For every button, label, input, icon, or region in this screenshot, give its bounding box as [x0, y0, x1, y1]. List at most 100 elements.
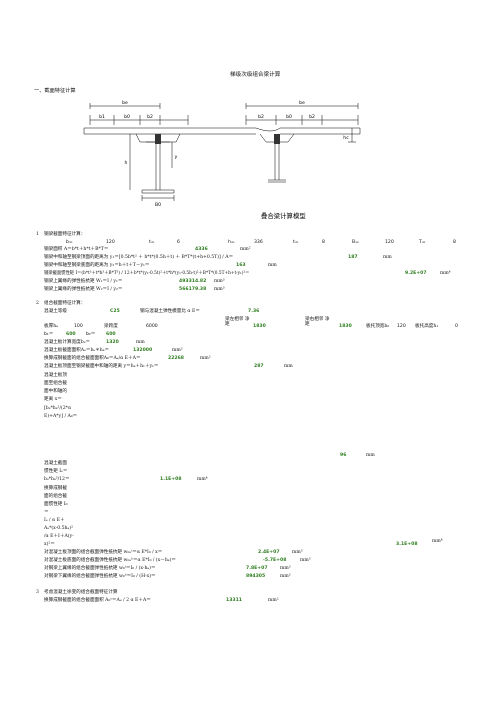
step3-heading: 考虑混凝土徐变的组合截面特征计算: [44, 590, 118, 595]
be-label: 混凝土板计算宽度bₑ＝: [44, 340, 91, 345]
x-label-line: 面至组合截: [44, 381, 67, 386]
w0c-top-label: 对混凝土板顶面的组合截面弹性抵抗矩 w₀ₑᵗ＝α E*I₀ / x＝: [44, 550, 163, 555]
slab-thickness-value: 100: [74, 324, 83, 329]
param-t-value: 6: [177, 240, 180, 245]
beam-span-value: 6000: [146, 324, 158, 329]
be-value: 1320: [106, 340, 119, 345]
x-unit: mm: [366, 453, 375, 458]
ic-label-line: bₑ*hₐ³/12＝: [44, 477, 70, 482]
i0-label-line: Aₑ*(x-0.5hₐ)²: [44, 526, 73, 531]
param-B-value: 120: [385, 240, 394, 245]
dim-b1: b1: [99, 114, 105, 120]
y1-label: 钢梁中和轴至钢梁顶面的距离为 y₁＝[0.5b*t² ＋ h*t*(0.5h＋t…: [44, 255, 234, 260]
ac-value: 132000: [133, 348, 153, 353]
step3-number: 3: [36, 590, 39, 595]
param-t-label: t=: [149, 240, 155, 245]
param-b-value: 120: [106, 240, 115, 245]
inertia-unit: mm⁴: [440, 271, 451, 276]
b2-label: b₂＝: [86, 332, 96, 337]
b1-label: b₁＝: [44, 332, 54, 337]
param-b-label: b=: [66, 240, 73, 245]
left-clear-span-value: 1830: [253, 324, 266, 329]
y2-unit: mm: [268, 263, 277, 268]
i0-value: 3.1E+08: [396, 542, 418, 547]
y-value: 287: [254, 364, 264, 369]
b1-value: 600: [66, 332, 76, 337]
w0-top-label: 对钢梁上翼缘的组合截面弹性抵抗矩 w₀ᵗ＝I₀ / (x-hₐ)＝: [44, 566, 156, 571]
step2-heading: 组合截面特征计算：: [44, 301, 86, 306]
dim-B0: B0: [155, 202, 161, 208]
a0c-value: 13311: [226, 598, 242, 603]
dim-hc: hc: [343, 135, 349, 141]
w1-value: 493314.82: [179, 279, 207, 284]
param-T-label: T=: [419, 240, 426, 245]
i0-label-line: 面惯性矩 I₀: [44, 502, 68, 507]
w2-label: 钢梁上翼缘的弹性抵抗矩 W₂＝I / y₂＝: [44, 287, 123, 292]
concrete-grade-label: 混凝土等级: [44, 309, 67, 314]
i0-label-line: Iₑ / α E＋: [44, 518, 65, 523]
left-clear-span-label: 梁左相邻 净距: [225, 317, 250, 327]
a0-value: 22268: [168, 356, 184, 361]
ac-unit: mm²: [172, 348, 183, 353]
area-unit: mm²: [240, 247, 251, 252]
y1-unit: mm: [383, 255, 392, 260]
a0c-unit: mm²: [268, 598, 279, 603]
i0-unit: mm⁴: [432, 539, 443, 544]
b2-value: 600: [106, 332, 116, 337]
w2-value: 566179.38: [179, 287, 207, 292]
diagram-caption: 叠合梁计算模型: [261, 211, 306, 220]
w0c-bottom-unit: mm³: [300, 558, 311, 563]
w0c-bottom-label: 对混凝土板底面的组合截面弹性抵抗矩 w₀ₑᵇ＝α E*I₀ / (x－hₐ)＝: [44, 558, 176, 563]
right-clear-span-label: 梁右相邻 净距: [305, 317, 330, 327]
page-title: 梯级次级组合梁计算: [230, 72, 281, 78]
x-label-line: E)+A*y] / A₀＝: [44, 414, 78, 419]
dim-b2-right: b2: [258, 114, 264, 120]
modulus-ratio-label: 钢与混凝土弹性模量比 α E＝: [140, 309, 200, 314]
a0-label: 换算成钢截面的组合截面面积A₀＝Aₑ/α E＋A＝: [44, 356, 141, 361]
w0c-top-value: 2.4E+07: [258, 550, 280, 555]
inertia-value: 9.2E+07: [405, 271, 427, 276]
dim-b2-left: b2: [147, 114, 153, 120]
beam-span-label: 梁跨度: [104, 324, 118, 329]
ic-unit: mm⁴: [197, 477, 208, 482]
area-value: 4336: [195, 247, 208, 252]
step2-number: 2: [36, 301, 39, 306]
i0-label-line: /α E＋I＋A(y-: [44, 534, 74, 539]
w0-bottom-label: 对钢梁下翼缘的组合截面弹性抵抗矩 w₀ᵇ＝I₀ / (H-x)＝: [44, 574, 156, 579]
ic-label-line: 混凝土截面: [44, 461, 67, 466]
w0-top-value: 7.8E+07: [246, 566, 268, 571]
ac-label: 混凝土板截面面积Aₑ＝bₑ＊hₐ＝: [44, 348, 110, 353]
step1-number: 1: [36, 232, 39, 237]
concrete-grade-value: C25: [110, 309, 120, 314]
param-B-label: B=: [352, 240, 360, 245]
x-label-line: 混凝土板顶: [44, 373, 67, 378]
y1-value: 187: [348, 255, 358, 260]
y2-label: 钢梁中和轴至钢梁底面的距离为 y₂＝h＋t＋T－y₁＝: [44, 263, 150, 268]
modulus-ratio-value: 7.36: [248, 309, 260, 314]
section-heading: 一、截面特征计算: [34, 88, 76, 94]
i0-label-line: 面的组合截: [44, 494, 67, 499]
w0-bottom-unit: mm³: [280, 574, 291, 579]
i0-label-line: 换算成钢截: [44, 486, 67, 491]
slab-thickness-label: 板厚hₐ: [44, 324, 58, 329]
haunch-top-width-label: 板托顶宽b₀: [366, 324, 390, 329]
dim-b0-left: b0: [124, 114, 130, 120]
y2-value: 163: [236, 263, 246, 268]
area-label: 钢梁面积 A＝b*t＋h*t＋B*T＝: [44, 247, 109, 252]
w0c-top-unit: mm³: [292, 550, 303, 555]
w1-label: 钢梁上翼缘的弹性抵抗矩 W₁＝I / y₁＝: [44, 279, 123, 284]
dim-be-right: be: [299, 100, 305, 106]
w0-top-unit: mm³: [280, 566, 291, 571]
haunch-height-label: 板托高度h₁: [415, 324, 439, 329]
x-label-line: 面中和轴的: [44, 389, 67, 394]
a0-unit: mm²: [200, 356, 211, 361]
i0-label-line: x)²＝: [44, 542, 55, 547]
dim-h: h: [125, 160, 128, 166]
param-tw-value: 8: [322, 240, 325, 245]
w0c-bottom-value: -5.7E+08: [263, 558, 287, 563]
y-label: 混凝土板顶面至钢梁截面中和轴的距离 y＝hₐ＋h₁＋y₁＝: [44, 364, 159, 369]
inertia-label: 钢梁截面惯性矩 I＝(b*t³＋t*h³＋B*T³) / 12＋b*t*(y₁-…: [44, 271, 250, 276]
dim-b2-far: b2: [309, 114, 315, 120]
haunch-top-width-value: 120: [397, 324, 406, 329]
param-tw-label: t=: [293, 240, 299, 245]
